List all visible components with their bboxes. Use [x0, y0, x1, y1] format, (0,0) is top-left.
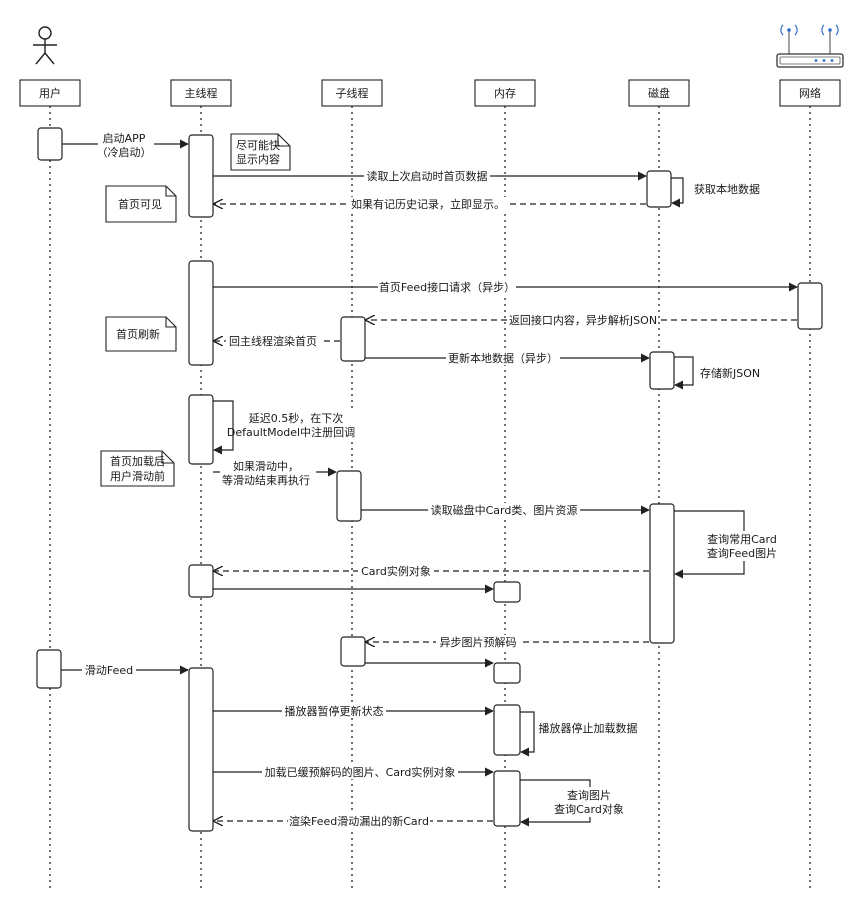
activation-disk-2 — [649, 351, 675, 390]
header-mem-box — [474, 79, 536, 107]
label-query-2: 查询Feed图片 — [707, 546, 777, 560]
label-stop-loading: 播放器停止加载数据 — [539, 721, 638, 735]
note-refresh — [105, 316, 177, 352]
label-read-disk: 读取磁盘中Card类、图片资源 — [431, 503, 578, 517]
note-after-line2: 用户滑动前 — [110, 469, 165, 483]
activation-user-1 — [37, 127, 63, 161]
header-main-box — [170, 79, 232, 107]
label-start-app-2: （冷启动） — [97, 146, 152, 159]
label-store-json: 存储新JSON — [700, 366, 760, 380]
header-sub: 子线程 — [336, 86, 369, 100]
header-net: 网络 — [799, 86, 821, 100]
activation-mem-2 — [493, 662, 521, 684]
label-read-last: 读取上次启动时首页数据 — [367, 169, 488, 183]
label-load-cached: 加载已缓预解码的图片、Card实例对象 — [265, 765, 456, 779]
user-actor-icon — [33, 26, 57, 65]
activation-user-2 — [36, 649, 62, 689]
label-start-app-1: 启动APP — [103, 132, 146, 145]
activation-main-1 — [188, 134, 214, 218]
activation-disk-3 — [649, 503, 675, 644]
label-show-history: 如果有记历史记录，立即显示。 — [351, 197, 505, 211]
header-disk: 磁盘 — [648, 86, 670, 100]
activation-main-3 — [188, 394, 214, 465]
label-query-card: 查询Card对象 — [554, 802, 624, 816]
activation-mem-1 — [493, 581, 521, 603]
label-back-render: 回主线程渲染首页 — [229, 334, 317, 348]
header-mem: 内存 — [494, 86, 516, 100]
header-user: 用户 — [39, 86, 61, 100]
activation-main-5 — [188, 667, 214, 832]
arrow-delay — [213, 400, 234, 455]
arrow-get-local — [671, 177, 684, 208]
label-feed-request: 首页Feed接口请求（异步） — [379, 280, 515, 294]
label-if-scroll-1: 如果滑动中， — [233, 459, 299, 473]
activation-main-4 — [188, 564, 214, 598]
activation-net-1 — [797, 282, 823, 330]
label-delay-1: 延迟0.5秒，在下次 — [249, 411, 344, 425]
note-visible-text: 首页可见 — [118, 197, 162, 211]
note-fast-line2: 显示内容 — [236, 152, 280, 166]
header-user-box — [19, 79, 81, 107]
activation-bars — [36, 127, 823, 832]
activation-sub-3 — [340, 636, 366, 667]
note-fast-line1: 尽可能快 — [236, 138, 280, 152]
header-main: 主线程 — [185, 86, 218, 100]
label-async-decode: 异步图片预解码 — [440, 635, 517, 649]
note-after-line1: 首页加载后 — [110, 454, 165, 468]
label-pause-player: 播放器暂停更新状态 — [285, 704, 384, 718]
label-return-json: 返回接口内容，异步解析JSON — [509, 313, 657, 327]
label-render-new: 渲染Feed滑动漏出的新Card — [289, 814, 429, 828]
activation-sub-1 — [340, 316, 366, 362]
label-scroll-feed: 滑动Feed — [85, 664, 133, 677]
label-card-obj: Card实例对象 — [361, 564, 431, 578]
activation-mem-3 — [493, 704, 521, 756]
label-if-scroll-2: 等滑动结束再执行 — [222, 473, 310, 487]
note-after — [100, 450, 175, 487]
header-sub-box — [321, 79, 383, 107]
activation-main-2 — [188, 260, 214, 366]
label-query-1: 查询常用Card — [707, 532, 777, 546]
label-get-local: 获取本地数据 — [694, 182, 760, 196]
header-disk-box — [628, 79, 690, 107]
messages: 启动APP （冷启动） 读取上次启动时首页数据 获取本地数据 如果有记历史记录，… — [61, 130, 798, 828]
activation-sub-2 — [336, 470, 362, 522]
header-net-box — [779, 79, 841, 107]
activation-disk-1 — [646, 170, 672, 208]
router-icon — [776, 24, 844, 68]
note-refresh-text: 首页刷新 — [116, 327, 160, 341]
participant-headers: 用户 主线程 子线程 内存 磁盘 网络 — [19, 79, 841, 107]
activation-mem-4 — [493, 770, 521, 827]
label-update-local: 更新本地数据（异步） — [448, 351, 558, 365]
arrow-store-json — [674, 356, 694, 390]
label-delay-2: DefaultModel中注册回调 — [227, 425, 355, 439]
arrow-stop-loading — [520, 711, 535, 757]
note-fast — [230, 133, 291, 171]
label-query-img: 查询图片 — [567, 788, 611, 802]
notes: 尽可能快 显示内容 首页可见 首页刷新 首页加载后 用户滑动前 — [100, 133, 291, 487]
note-visible — [105, 185, 177, 223]
